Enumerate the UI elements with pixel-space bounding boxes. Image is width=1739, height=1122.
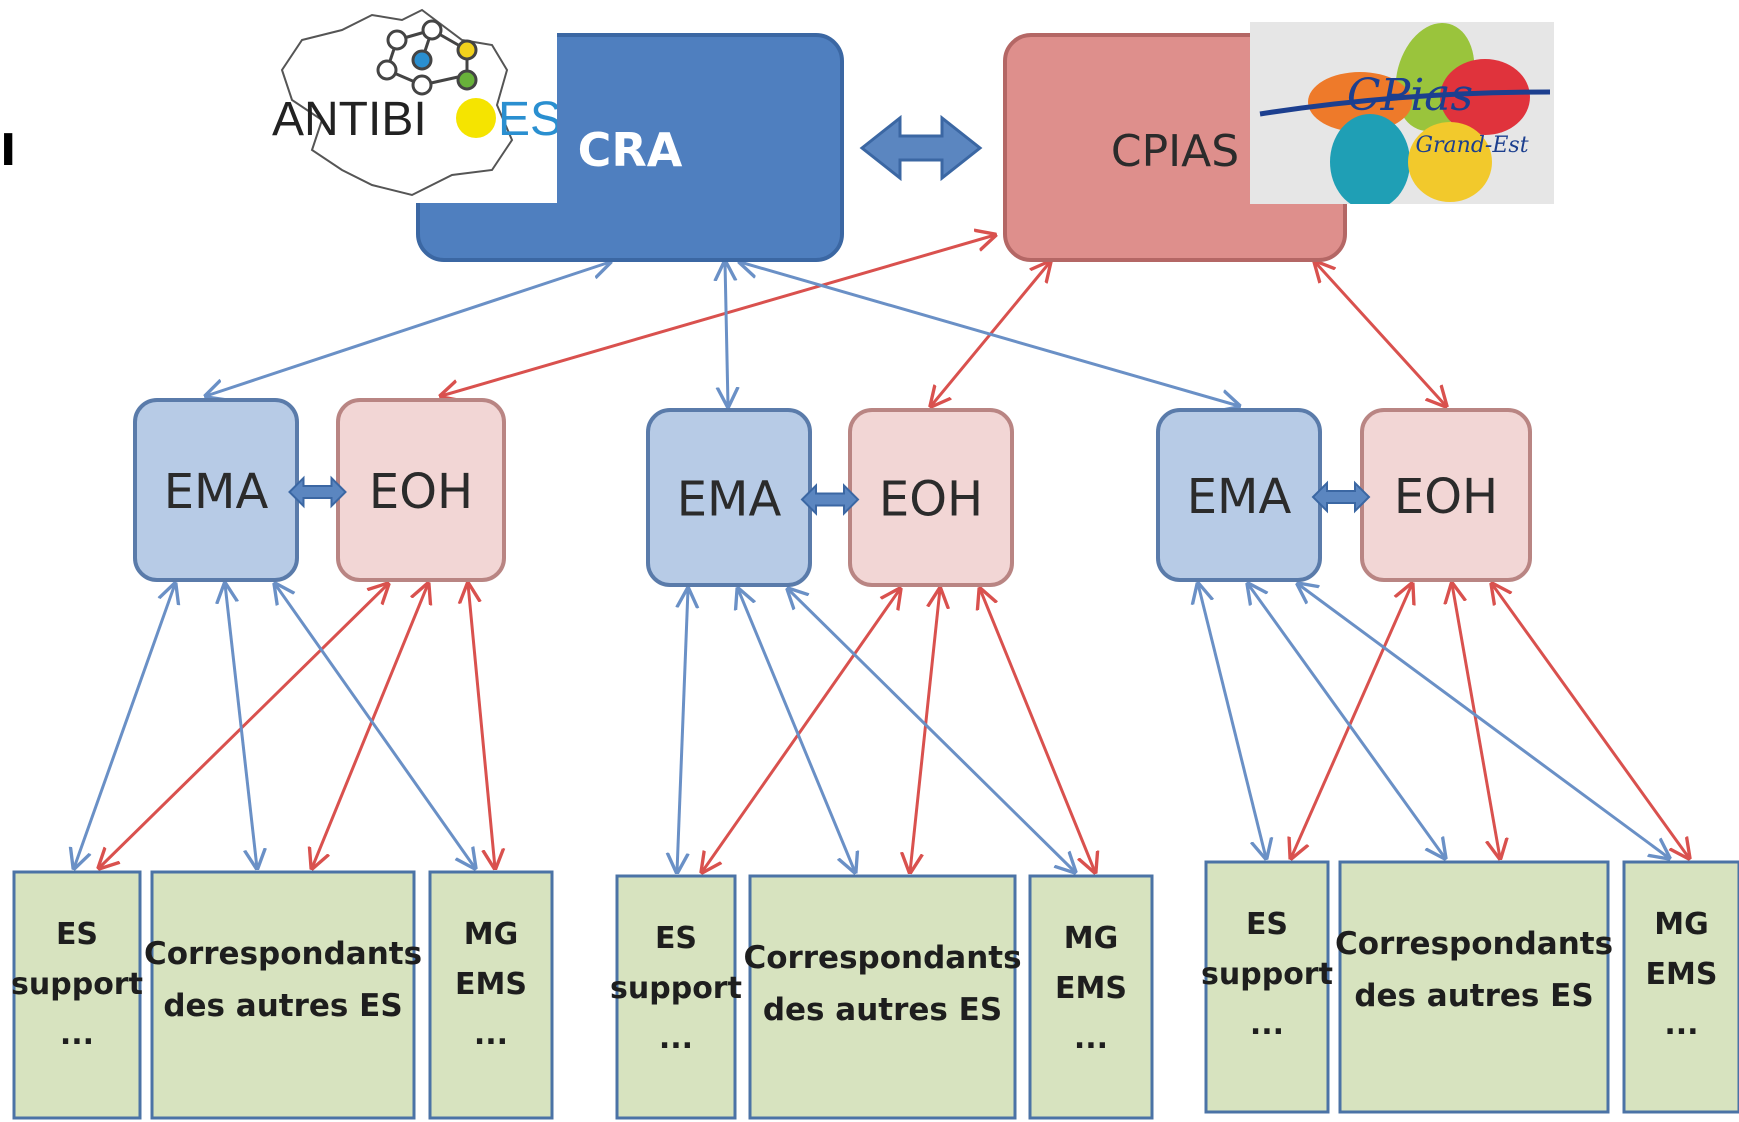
leaf-text-1-3-3: ... (474, 1017, 508, 1052)
leaf-text-1-3-2: EMS (455, 967, 527, 1002)
ema-label-3: EMA (1187, 469, 1292, 525)
leaf-text-3-3-2: EMS (1646, 957, 1718, 992)
ema-label-1: EMA (164, 464, 269, 520)
leaf-text-3-1-2: support (1201, 957, 1333, 992)
ema-leaf-arrow-1-2 (225, 584, 257, 868)
leaf-text-2-1-1: ES (655, 921, 697, 956)
ema-leaf-arrow-2-2 (738, 589, 855, 872)
leaf-text-1-2-2: des autres ES (163, 988, 402, 1024)
leaf-text-1-3-1: MG (464, 917, 518, 952)
eoh-label-2: EOH (879, 472, 983, 528)
cropped-title-fragment: I (0, 125, 17, 176)
leaf-text-2-3-3: ... (1074, 1021, 1108, 1056)
cra-cpias-double-arrow (859, 114, 983, 182)
eoh-label-1: EOH (369, 464, 473, 520)
leaf-text-2-2-1: Correspondants (743, 940, 1021, 976)
ema-leaf-arrow-2-3 (788, 589, 1075, 872)
antibioest-logo: ANTIBI EST (262, 0, 557, 203)
eoh-leaf-arrow-1-2 (312, 584, 428, 868)
leaf-text-3-2-1: Correspondants (1335, 926, 1613, 962)
ema-eoh-double-arrow-1 (288, 475, 347, 509)
eoh-label-3: EOH (1394, 469, 1498, 525)
ema-leaf-arrow-2-1 (677, 589, 688, 872)
eoh-leaf-arrow-2-2 (910, 589, 940, 872)
eoh-leaf-arrow-3-3 (1492, 584, 1689, 858)
leaf-box-2-1 (615, 874, 737, 1120)
leaf-box-2-3 (1028, 874, 1154, 1120)
cpias-grand-est-logo: CPias Grand-Est (1250, 22, 1554, 204)
leaf-text-3-1-3: ... (1250, 1007, 1284, 1042)
cpias-to-eoh-arrow-3 (1315, 262, 1446, 406)
leaf-text-1-1-2: support (11, 967, 143, 1002)
leaf-text-2-1-2: support (610, 971, 742, 1006)
eoh-leaf-arrow-1-1 (99, 584, 388, 868)
eoh-leaf-arrow-2-3 (980, 589, 1095, 872)
leaf-text-1-2-1: Correspondants (144, 936, 422, 972)
leaf-text-1-1-3: ... (60, 1017, 94, 1052)
leaf-text-3-1-1: ES (1246, 907, 1288, 942)
leaf-text-2-3-2: EMS (1055, 971, 1127, 1006)
eoh-leaf-arrow-3-2 (1452, 584, 1500, 858)
leaf-text-3-3-1: MG (1654, 907, 1708, 942)
leaf-text-1-1-1: ES (56, 917, 98, 952)
eoh-leaf-arrow-1-3 (468, 584, 495, 868)
ema-label-2: EMA (677, 472, 782, 528)
leaf-text-2-2-2: des autres ES (763, 992, 1002, 1028)
leaf-box-3-2 (1338, 860, 1610, 1114)
cra-label: CRA (578, 123, 683, 177)
leaf-box-1-1 (12, 870, 142, 1120)
leaf-box-3-1 (1204, 860, 1330, 1114)
cpias-logo-subtitle: Grand-Est (1415, 133, 1528, 158)
leaf-box-1-3 (428, 870, 554, 1120)
leaf-box-2-2 (748, 874, 1017, 1120)
cpias-logo-title: CPias (1347, 70, 1473, 121)
leaf-box-1-2 (150, 870, 416, 1120)
ema-leaf-arrow-3-1 (1198, 584, 1266, 858)
ema-eoh-double-arrow-3 (1311, 480, 1371, 514)
ema-leaf-arrow-3-2 (1248, 584, 1445, 858)
leaf-box-3-3 (1622, 860, 1739, 1114)
ema-leaf-arrow-1-1 (74, 584, 175, 868)
leaf-text-2-1-3: ... (659, 1021, 693, 1056)
leaf-text-3-2-2: des autres ES (1354, 978, 1593, 1014)
cra-to-ema-arrow-1 (206, 262, 610, 396)
antibioest-logo-text-b: EST (498, 93, 557, 146)
ema-leaf-arrow-3-3 (1298, 584, 1669, 858)
eoh-leaf-arrow-2-1 (702, 589, 900, 872)
ema-leaf-arrow-1-3 (275, 584, 475, 868)
cra-to-ema-arrow-3 (740, 262, 1239, 406)
connector-arrows (74, 235, 1689, 872)
ema-eoh-double-arrow-2 (800, 483, 860, 516)
antibioest-logo-text-a: ANTIBI (272, 93, 427, 146)
leaf-text-3-3-3: ... (1664, 1007, 1698, 1042)
cra-to-ema-arrow-2 (725, 262, 728, 406)
cpias-label: CPIAS (1111, 126, 1239, 177)
leaf-text-2-3-1: MG (1064, 921, 1118, 956)
